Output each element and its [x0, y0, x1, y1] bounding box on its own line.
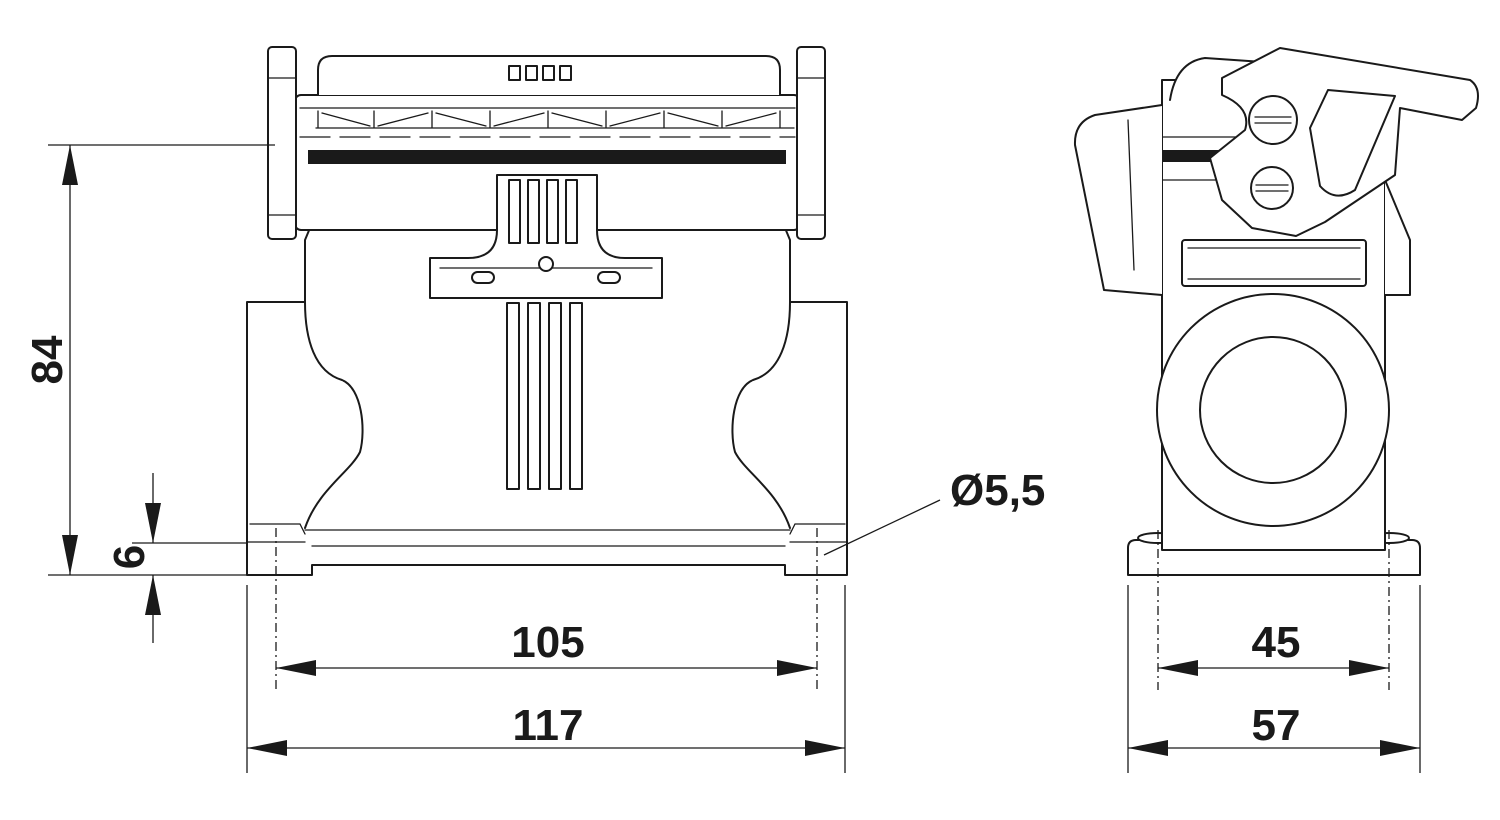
dim-label-117: 117 — [513, 701, 584, 750]
side-view — [1073, 47, 1479, 690]
front-lower-rib — [527, 302, 541, 490]
front-lower-rib — [548, 302, 562, 490]
side-screw-head — [1248, 95, 1298, 145]
front-housing-body — [246, 227, 848, 576]
side-left-clip — [1073, 104, 1163, 296]
dimension-lines — [48, 144, 1421, 773]
side-cable-entry-inner — [1199, 336, 1347, 484]
dim-label-45: 45 — [1252, 618, 1301, 667]
dim-label-84: 84 — [23, 335, 72, 384]
dim-label-hole-diameter: Ø5,5 — [950, 466, 1045, 515]
front-left-pillar — [267, 46, 297, 240]
side-screw-head — [1250, 166, 1294, 210]
front-right-cutout — [731, 301, 791, 529]
front-lower-rib — [569, 302, 583, 490]
front-lattice — [315, 110, 795, 129]
dim-label-105: 105 — [511, 618, 584, 667]
dim-label-6: 6 — [105, 545, 154, 569]
front-right-pillar — [796, 46, 826, 240]
front-left-cutout — [304, 301, 364, 529]
front-lower-rib — [506, 302, 520, 490]
side-label-strip — [1181, 239, 1367, 287]
front-seal-band — [308, 150, 786, 164]
side-seal-band — [1163, 150, 1223, 162]
front-view — [246, 46, 848, 690]
dim-label-57: 57 — [1252, 701, 1301, 750]
